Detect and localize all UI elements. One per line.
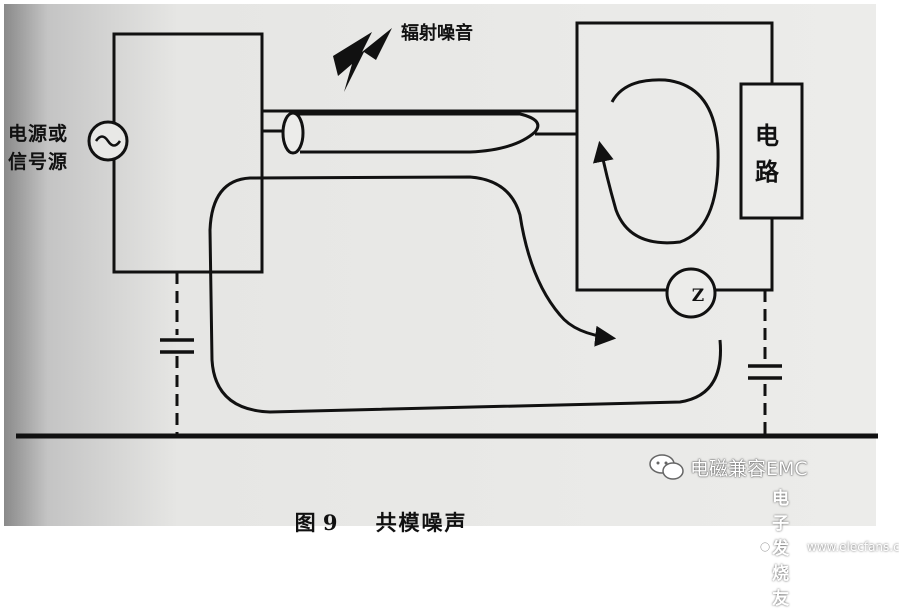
- common-mode-noise-diagram: [4, 4, 878, 526]
- ground-impedance: [665, 267, 717, 319]
- site-url: www.elecfans.com: [807, 539, 899, 554]
- site-name: 电子发烧友: [772, 489, 790, 609]
- figure-title: 共模噪声: [375, 510, 468, 535]
- figure-number: 图 9: [294, 510, 338, 535]
- differential-loop: [592, 78, 720, 245]
- wechat-watermark: 电磁兼容EMC: [648, 452, 808, 482]
- circuit-label: 电路: [755, 121, 779, 186]
- wechat-icon: [649, 454, 684, 480]
- radiation-noise-label: 辐射噪音: [401, 23, 473, 44]
- source-label: 电源或 信号源: [8, 123, 69, 173]
- figure-caption: 图 9 共模噪声: [280, 482, 468, 537]
- ground-impedance-label: Z: [691, 286, 705, 306]
- site-watermark: 电子发烧友 www.elecfans.com: [760, 484, 899, 609]
- site-logo-icon: [760, 541, 770, 552]
- lightning-icon: [333, 28, 392, 92]
- scan-background: [4, 4, 876, 526]
- wechat-account-name: 电磁兼容EMC: [690, 457, 808, 480]
- circuit-element: [739, 82, 804, 220]
- ac-source-icon: [87, 120, 129, 162]
- cable: [262, 109, 577, 155]
- common-mode-loop: [208, 175, 722, 414]
